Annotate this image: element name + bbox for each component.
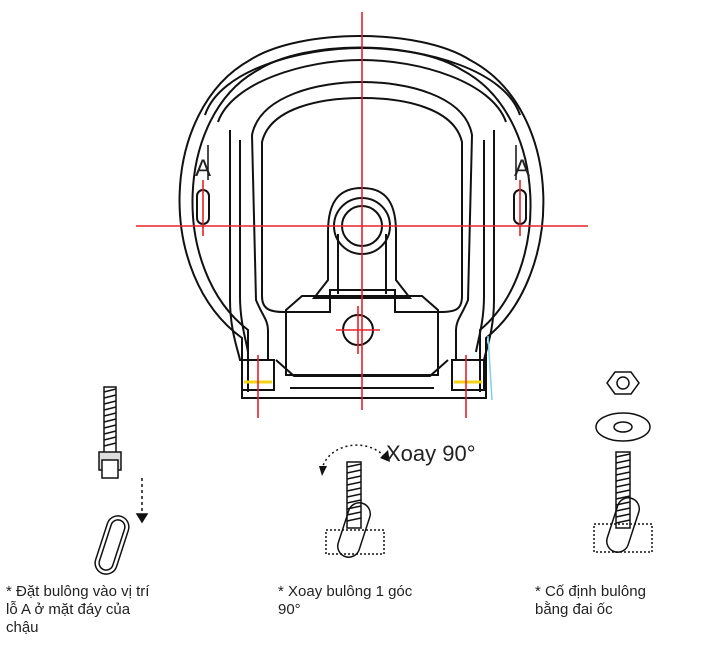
step2-base-dashed <box>325 529 385 555</box>
pedestal-base <box>285 295 439 376</box>
hole-label-right: A <box>514 155 530 182</box>
basin-inner-bowl <box>261 96 463 313</box>
basin-inner-channel-3 <box>475 140 485 353</box>
step3-caption-line1: * Cố định bulông <box>535 583 646 600</box>
hole-label-left: A <box>195 155 211 182</box>
step2-caption: * Xoay bulông 1 góc 90° <box>278 583 412 619</box>
basin-inner-channel-2 <box>239 140 249 353</box>
rotate-label: Xoay 90° <box>386 441 476 466</box>
right-foot <box>451 359 485 391</box>
step1-slot <box>94 515 130 575</box>
step1-caption-line2: lỗ A ở mặt đáy của <box>6 601 131 618</box>
drain-stem <box>311 186 413 299</box>
step2-caption-line1: * Xoay bulông 1 góc <box>278 583 413 600</box>
step1-down-arrow <box>135 513 149 524</box>
washer <box>595 412 651 442</box>
step3-assembly <box>593 371 653 553</box>
step1-caption-line1: * Đặt bulông vào vị trí <box>6 583 150 600</box>
step3-caption: * Cố định bulông bằng đai ốc <box>535 583 646 619</box>
step3-base-dashed <box>593 523 653 553</box>
step1-caption: * Đặt bulông vào vị trí lỗ A ở mặt đáy c… <box>6 583 149 637</box>
drain-stem-inner <box>337 234 387 294</box>
step1-caption-line3: chậu <box>6 619 39 636</box>
step1-bolt <box>94 386 149 575</box>
accent-mark <box>487 335 493 401</box>
rotate-arrow <box>321 444 387 471</box>
step2-caption-line2: 90° <box>278 601 301 618</box>
hex-nut <box>606 371 640 395</box>
step2-bolt <box>319 444 390 558</box>
basin-outer-rim <box>178 35 545 399</box>
center-lines <box>136 12 588 418</box>
step3-caption-line2: bằng đai ốc <box>535 601 613 618</box>
